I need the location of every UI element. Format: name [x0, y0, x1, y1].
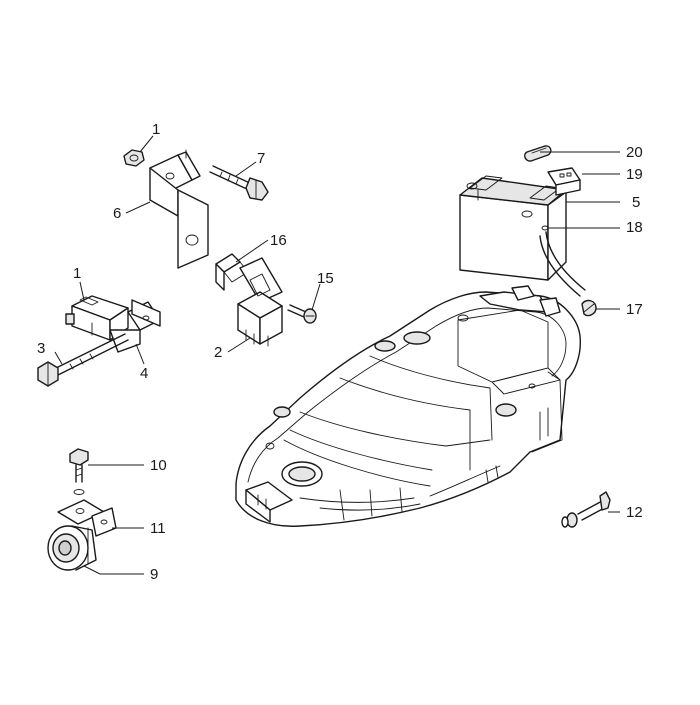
callout-3: 3 — [37, 340, 45, 357]
callout-18: 16 — [270, 232, 287, 249]
callout-1: 1 — [73, 265, 81, 282]
screw-part-17 — [287, 304, 317, 324]
bolt-part-7 — [209, 165, 269, 201]
callout-4: 4 — [140, 365, 148, 382]
bolt-part-3 — [37, 333, 129, 387]
callout-9: 9 — [150, 566, 158, 583]
callout-12: 12 — [626, 504, 643, 521]
helmet-compartment-tray — [235, 285, 582, 527]
bracket-part-6 — [149, 149, 209, 269]
callout-16: 18 — [626, 219, 643, 236]
horn-part-9 — [47, 525, 97, 571]
callout-10: 10 — [150, 457, 167, 474]
callout-15: 17 — [626, 301, 643, 318]
fuse-cover-part-20 — [524, 145, 552, 162]
callout-8: 1 — [152, 121, 160, 138]
callout-11: 11 — [150, 520, 166, 537]
screw-part-12 — [561, 491, 611, 528]
callout-19: 19 — [626, 166, 643, 183]
callout-7: 7 — [257, 150, 265, 167]
hose-clip-part-15 — [581, 299, 597, 317]
battery-part-5 — [459, 175, 586, 297]
callout-17: 15 — [317, 270, 334, 287]
callout-2: 2 — [214, 344, 222, 361]
callout-labels: 1 7 6 16 15 1 3 4 2 20 19 5 18 17 10 11 … — [37, 121, 643, 583]
relay-clip-part-18 — [215, 253, 249, 291]
horn-bracket-part-11 — [57, 499, 117, 537]
fuse-part-19 — [547, 167, 581, 196]
callout-5: 5 — [632, 194, 640, 211]
leader-lines — [54, 135, 620, 575]
screw-part-10 — [69, 448, 89, 495]
callout-20: 20 — [626, 144, 643, 161]
callout-6: 6 — [113, 205, 121, 222]
nut-part-8 — [123, 149, 145, 167]
starter-relay-part-2 — [237, 257, 283, 347]
